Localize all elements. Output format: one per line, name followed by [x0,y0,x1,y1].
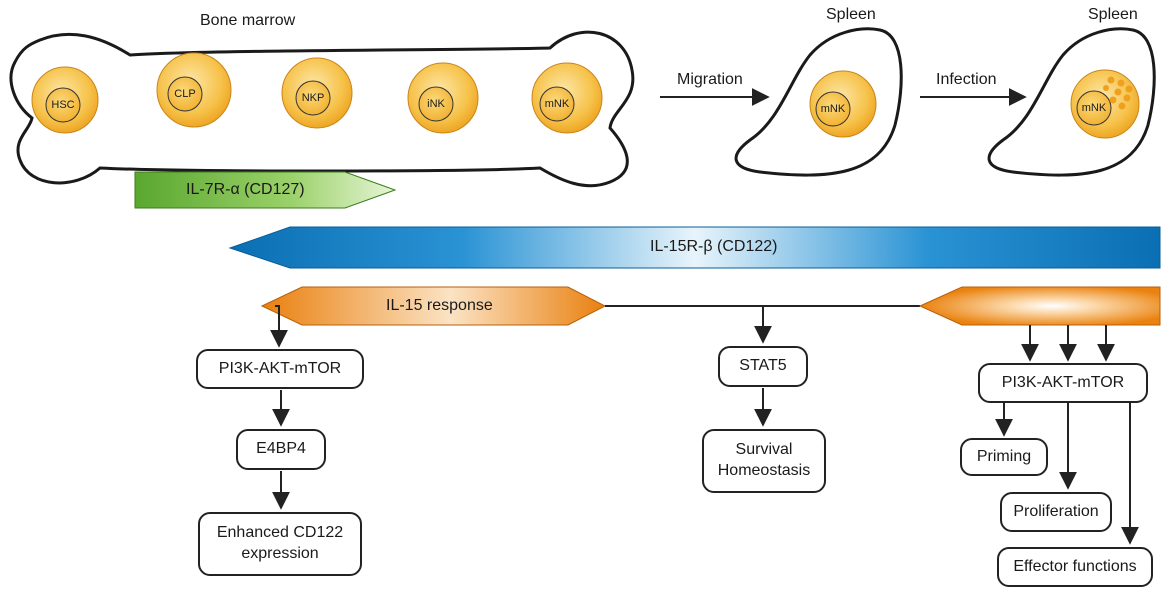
enhanced-cd122-line1: Enhanced CD122 [216,524,344,542]
proliferation-box: Proliferation [1000,492,1112,532]
cell-label-mnk-marrow: mNK [544,98,570,110]
cell-label-mnk-spleen-2: mNK [1081,102,1107,114]
cell-ink [407,62,479,134]
spleen-1-title: Spleen [826,6,876,23]
cell-label-ink: iNK [427,98,445,110]
il7r-label: IL-7R-α (CD127) [186,181,305,198]
cell-clp [156,52,232,128]
stat5-box: STAT5 [718,346,808,387]
spleen-2-title: Spleen [1088,6,1138,23]
left-pi3k-box: PI3K-AKT-mTOR [196,349,364,389]
cell-label-nkp: NKP [301,92,325,104]
migration-label: Migration [677,71,743,88]
cell-label-clp: CLP [174,88,196,100]
enhanced-cd122-box: Enhanced CD122 expression [198,512,362,576]
granules-icon [1103,76,1133,110]
spleen-1-outline [734,27,903,177]
cell-mnk-spleen-1 [809,70,877,138]
right-pi3k-box: PI3K-AKT-mTOR [978,363,1148,403]
il15-response-bar-right [918,286,1161,326]
cell-label-mnk-spleen-1: mNK [820,103,846,115]
survival-box: Survival Homeostasis [702,429,826,493]
cell-mnk-marrow [531,62,603,134]
e4bp4-box: E4BP4 [236,429,326,470]
cell-label-hsc: HSC [51,99,75,111]
il15r-bar [228,226,1161,269]
bone-marrow-title: Bone marrow [200,12,296,29]
survival-line2: Homeostasis [717,462,811,479]
infection-label: Infection [936,71,997,88]
cell-mnk-spleen-2 [1070,69,1140,139]
spleen-2-outline [987,27,1156,177]
priming-box: Priming [960,438,1048,476]
survival-line1: Survival [735,441,793,459]
left-entry-arrow [270,305,288,348]
enhanced-cd122-line2: expression [241,545,319,562]
bone-outline [9,30,635,188]
il15r-label: IL-15R-β (CD122) [650,238,778,255]
il15-response-label: IL-15 response [386,297,493,314]
cell-hsc [31,66,99,134]
effector-functions-box: Effector functions [997,547,1153,587]
cell-nkp [281,57,353,129]
il7r-bar [134,171,397,209]
